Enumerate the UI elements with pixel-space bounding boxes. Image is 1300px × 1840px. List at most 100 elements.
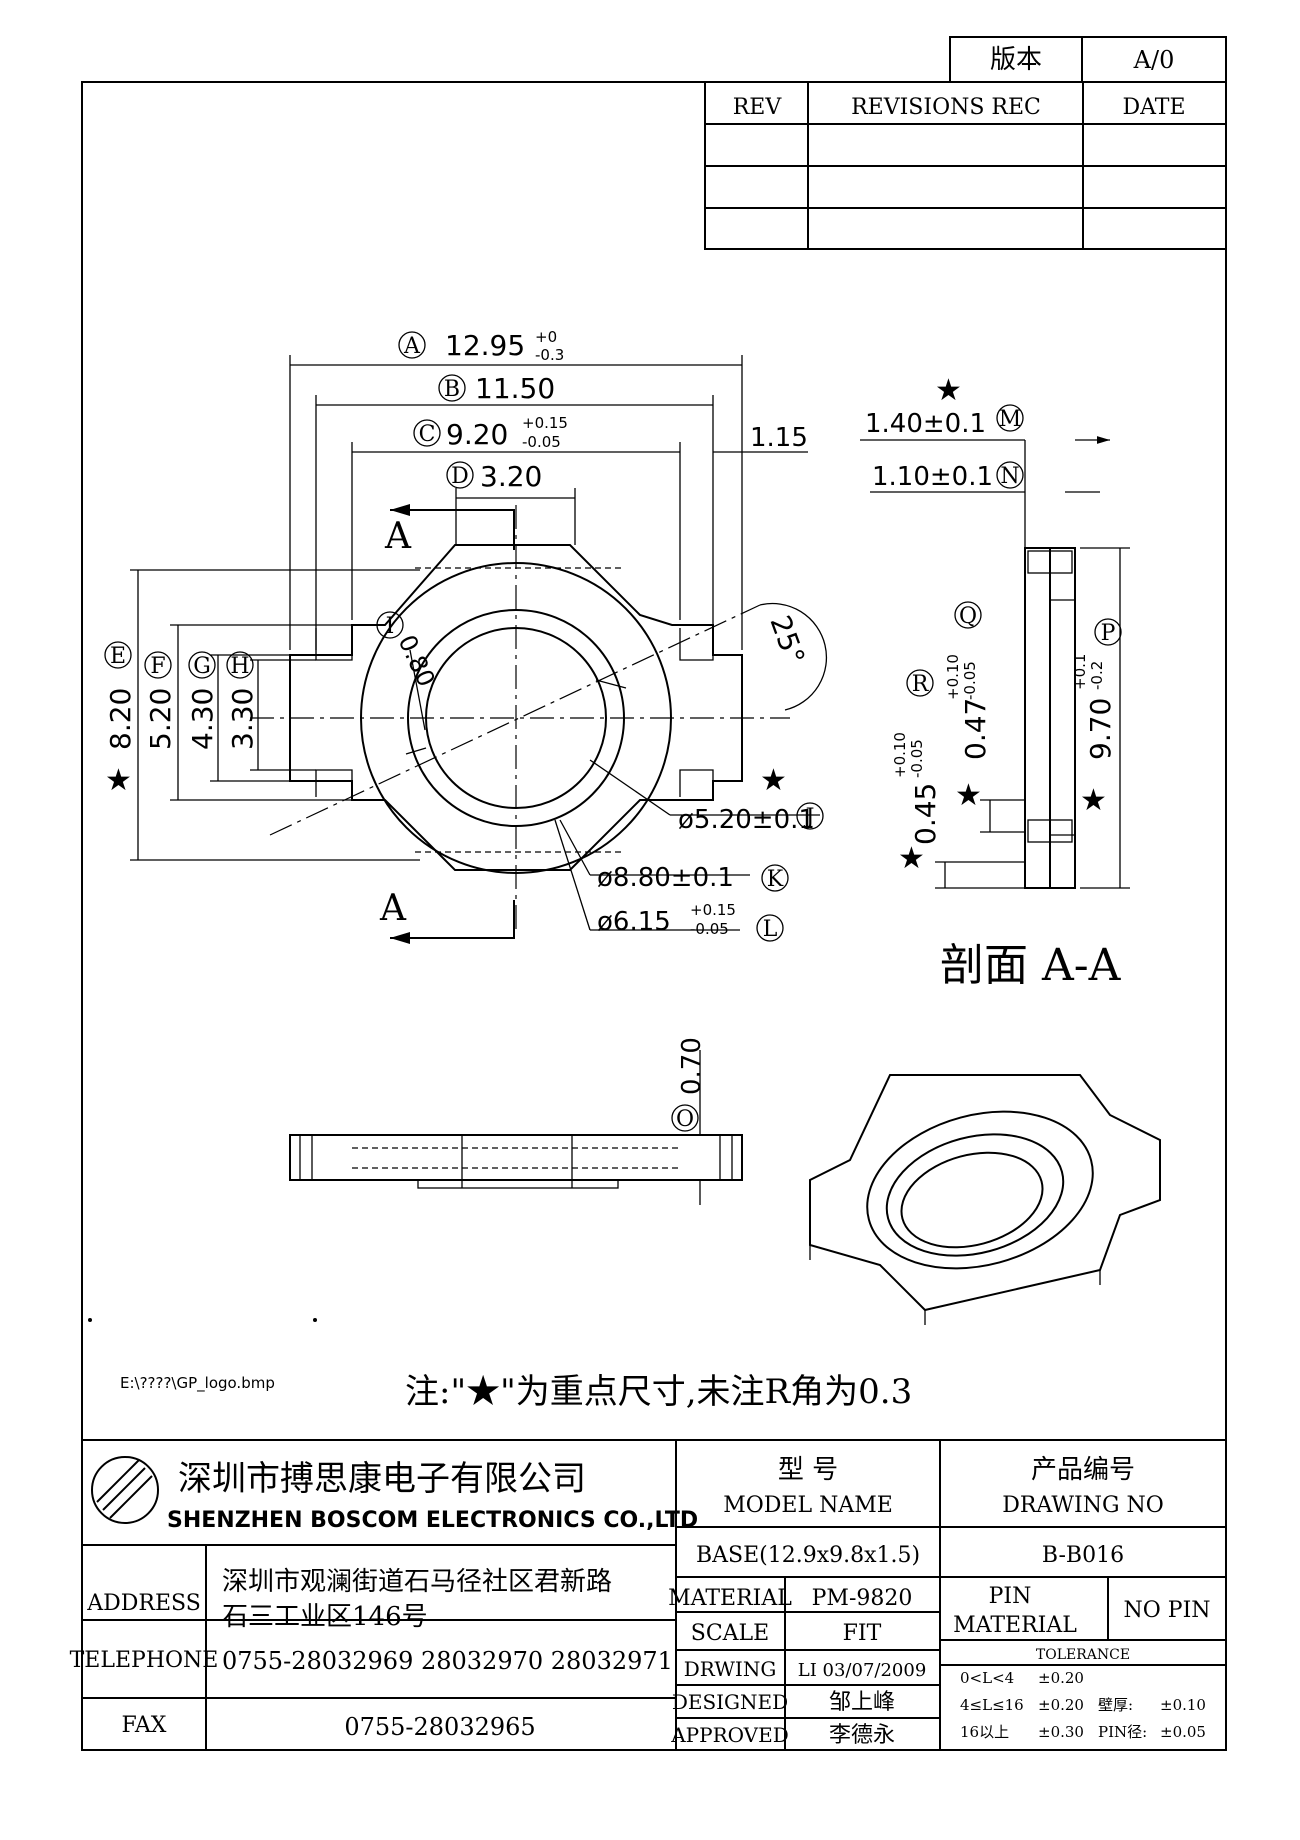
material-label: MATERIAL (668, 1586, 792, 1611)
label-M: M (999, 407, 1022, 432)
address-label: ADDRESS (86, 1591, 201, 1616)
dim-P-tol-dn: -0.2 (1088, 661, 1106, 690)
tol-row2-wall-val: ±0.10 (1160, 1696, 1206, 1714)
designed-by: 邹上峰 (829, 1690, 895, 1715)
drawing-border (81, 81, 1227, 1751)
revisions-rec-header: REVISIONS REC (851, 95, 1041, 120)
dim-L-tol-dn: -0.05 (690, 920, 729, 938)
dim-A-tol-up: +0 (535, 328, 557, 346)
telephone-value: 0755-28032969 28032970 28032971 (222, 1647, 673, 1675)
star-Q: ★ (955, 778, 982, 813)
label-L: L (763, 917, 778, 942)
label-H: H (230, 654, 249, 679)
star-J: ★ (760, 763, 787, 798)
dim-C-tol-up: +0.15 (522, 414, 568, 432)
section-view: 1.40±0.1 M ★ 1.10±0.1 N P 9.70 +0.1 -0.2… (860, 373, 1130, 991)
dim-J: ø5.20±0.1 (678, 805, 815, 835)
pin-label-1: PIN (989, 1584, 1032, 1609)
dim-P: 9.70 (1084, 698, 1117, 760)
label-C: C (419, 422, 436, 447)
dim-R-tol-dn: -0.05 (908, 739, 926, 778)
iso-view (809, 1074, 1161, 1325)
top-view: A A A 12.95 +0 -0.3 B 11.50 C 9.20 +0.15… (104, 328, 828, 944)
title-block: 深圳市搏思康电子有限公司 SHENZHEN BOSCOM ELECTRONICS… (70, 1439, 1226, 1750)
dim-M: 1.40±0.1 (865, 409, 986, 439)
logo-file-path: E:\????\GP_logo.bmp (120, 1374, 275, 1393)
model-name-cn: 型 号 (778, 1455, 838, 1485)
section-letter-bottom: A (379, 888, 407, 929)
dim-Q-tol-up: +0.10 (944, 654, 962, 700)
dim-E: 8.20 (104, 688, 137, 750)
label-Q: Q (959, 604, 977, 629)
dim-H: 3.30 (226, 688, 259, 750)
label-K: K (767, 867, 784, 892)
label-A: A (403, 334, 421, 359)
tol-row3-pin-val: ±0.05 (1160, 1723, 1206, 1741)
dim-P-tol-up: +0.1 (1071, 654, 1089, 690)
star-P: ★ (1080, 783, 1107, 818)
dim-R: 0.45 (909, 783, 942, 845)
tol-row3-range: 16以上 (960, 1723, 1009, 1741)
drawing-no-cn: 产品编号 (1031, 1455, 1135, 1485)
dim-C-tol-dn: -0.05 (522, 433, 561, 451)
label-F: F (150, 654, 165, 679)
label-G: G (193, 654, 211, 679)
version-value: A/0 (1133, 46, 1175, 74)
model-value: BASE(12.9x9.8x1.5) (696, 1543, 920, 1568)
pin-label-2: MATERIAL (953, 1613, 1077, 1638)
label-J: J (804, 805, 815, 830)
dim-L: ø6.15 (597, 907, 671, 937)
scale-value: FIT (843, 1621, 882, 1646)
approved-by: 李德永 (829, 1723, 895, 1748)
tol-row2-wall: 壁厚: (1098, 1696, 1133, 1714)
fax-value: 0755-28032965 (344, 1713, 535, 1741)
dim-angle: 25° (763, 611, 811, 669)
label-I: I (386, 614, 395, 639)
date-header: DATE (1122, 95, 1185, 120)
label-O: O (676, 1107, 694, 1132)
company-logo (91, 1456, 159, 1524)
dim-L-tol-up: +0.15 (690, 901, 736, 919)
dim-O: 0.70 (677, 1037, 707, 1095)
section-letter-top: A (384, 516, 412, 557)
tol-row2-range: 4≤L≤16 (960, 1696, 1024, 1714)
revisions-table: REV REVISIONS REC DATE (704, 81, 1227, 250)
label-B: B (444, 377, 460, 402)
dim-F: 5.20 (144, 688, 177, 750)
dim-C: 9.20 (446, 418, 508, 451)
approved-label: APPROVED (670, 1723, 789, 1747)
dim-K: ø8.80±0.1 (597, 863, 734, 893)
drawing-no-value: B-B016 (1042, 1543, 1124, 1568)
label-N: N (1000, 464, 1019, 489)
tol-row3-pin: PIN径: (1098, 1723, 1147, 1741)
side-view: 0.70 O (289, 1037, 743, 1205)
dim-G: 4.30 (186, 688, 219, 750)
pin-value: NO PIN (1123, 1598, 1210, 1623)
tol-row1-range: 0<L<4 (960, 1669, 1014, 1687)
drawing-by: LI 03/07/2009 (798, 1660, 927, 1681)
drawing-no-en: DRAWING NO (1002, 1493, 1164, 1518)
address-line1: 深圳市观澜街道石马径社区君新路 (222, 1567, 612, 1597)
tol-row3-val: ±0.30 (1038, 1723, 1084, 1741)
telephone-label: TELEPHONE (70, 1648, 219, 1673)
designed-label: DESIGNED (672, 1690, 788, 1714)
label-R: R (912, 672, 930, 697)
dim-Q: 0.47 (959, 698, 992, 760)
dim-1-15: 1.15 (750, 423, 808, 453)
dim-R-tol-up: +0.10 (891, 732, 909, 778)
version-label: 版本 (990, 45, 1042, 75)
label-P: P (1101, 621, 1116, 646)
dim-N: 1.10±0.1 (872, 462, 993, 492)
company-name-cn: 深圳市搏思康电子有限公司 (178, 1459, 586, 1499)
star-M: ★ (935, 373, 962, 408)
fax-label: FAX (122, 1713, 167, 1738)
star-R: ★ (898, 841, 925, 876)
scale-label: SCALE (691, 1621, 769, 1646)
label-E: E (110, 644, 126, 669)
address-line2: 石三工业区146号 (222, 1602, 428, 1632)
dim-A: 12.95 (445, 329, 525, 362)
drawing-label: DRWING (684, 1657, 777, 1681)
label-D: D (451, 464, 469, 489)
drawing-note: 注:"★"为重点尺寸,未注R角为0.3 (405, 1372, 912, 1412)
company-name-en: SHENZHEN BOSCOM ELECTRONICS CO.,LTD (167, 1508, 698, 1533)
